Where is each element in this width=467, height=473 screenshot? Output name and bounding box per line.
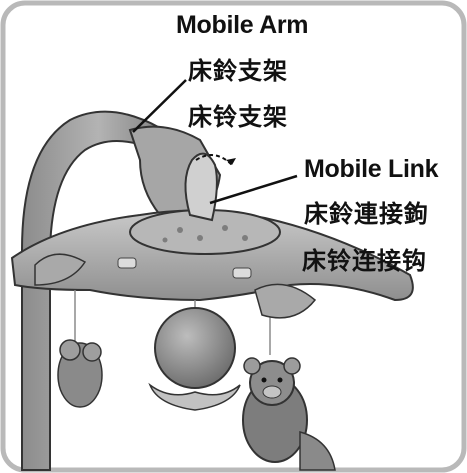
mobile-arm-label-traditional: 床鈴支架 xyxy=(188,60,288,84)
left-animal-toy xyxy=(58,340,102,407)
mobile-arm-label: Mobile Arm xyxy=(176,13,308,38)
tray-button-right xyxy=(233,268,251,278)
ball-toy-shape xyxy=(155,308,235,388)
mobile-link-label-simplified: 床铃连接钩 xyxy=(302,250,427,274)
mobile-link-label-traditional: 床鈴連接鉤 xyxy=(304,203,429,227)
mobile-arm-label-simplified: 床铃支架 xyxy=(188,106,288,130)
mobile-link-label: Mobile Link xyxy=(304,157,438,182)
tray-button-left xyxy=(118,258,136,268)
mobile-link-shape xyxy=(185,154,216,220)
